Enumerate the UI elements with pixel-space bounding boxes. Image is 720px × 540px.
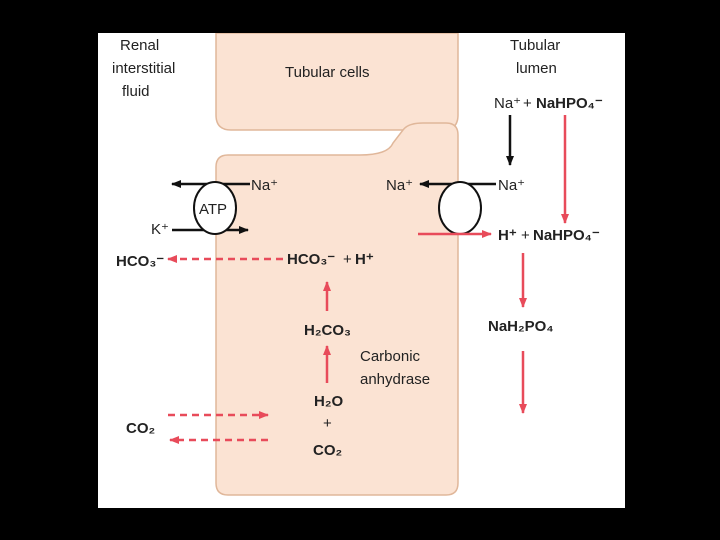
cell-co2: CO₂ — [313, 442, 342, 459]
upper-tubular-cell — [215, 33, 459, 131]
plus-sign-mid: + — [521, 227, 530, 244]
plus-sign-bottom: + — [323, 415, 332, 432]
cell-h2o: H₂O — [314, 393, 343, 410]
interstitial-label-line3: fluid — [122, 83, 150, 100]
lumen-h-plus: H⁺ — [498, 227, 517, 244]
lumen-na-plus: Na⁺ — [494, 95, 521, 112]
interstitial-co2: CO₂ — [126, 420, 155, 437]
atp-label: ATP — [199, 201, 227, 218]
plus-sign-cell: + — [343, 251, 352, 268]
interstitial-label-line2: interstitial — [112, 60, 175, 77]
cell-na-plus: Na⁺ — [386, 177, 413, 194]
plus-sign-top: + — [523, 95, 532, 112]
cell-hco3: HCO₃⁻ — [287, 251, 335, 268]
na-h-exchanger — [438, 181, 482, 235]
lumen-nah2po4: NaH₂PO₄ — [488, 318, 554, 335]
interstitial-label-line1: Renal — [120, 37, 159, 54]
interstitial-hco3: HCO₃⁻ — [116, 253, 164, 270]
carbonic-anhydrase-line2: anhydrase — [360, 371, 430, 388]
tubular-cells-label: Tubular cells — [285, 64, 369, 81]
basolateral-na-plus: Na⁺ — [251, 177, 278, 194]
renal-bicarbonate-diagram: Renal interstitial fluid Tubular cells T… — [112, 33, 603, 496]
lower-tubular-cell — [215, 122, 459, 496]
lumen-label-line1: Tubular — [510, 37, 560, 54]
lumen-nahpo4-mid: NaHPO₄⁻ — [533, 227, 600, 244]
cell-h-plus: H⁺ — [355, 251, 374, 268]
lumen-label-line2: lumen — [516, 60, 557, 77]
basolateral-k-plus: K⁺ — [151, 221, 169, 238]
atp-pump — [193, 181, 237, 235]
diagram-panel: Renal interstitial fluid Tubular cells T… — [98, 33, 625, 508]
lumen-na-plus-mid: Na⁺ — [498, 177, 525, 194]
cell-h2co3: H₂CO₃ — [304, 322, 351, 339]
carbonic-anhydrase-line1: Carbonic — [360, 348, 421, 365]
lumen-nahpo4-top: NaHPO₄⁻ — [536, 95, 603, 112]
